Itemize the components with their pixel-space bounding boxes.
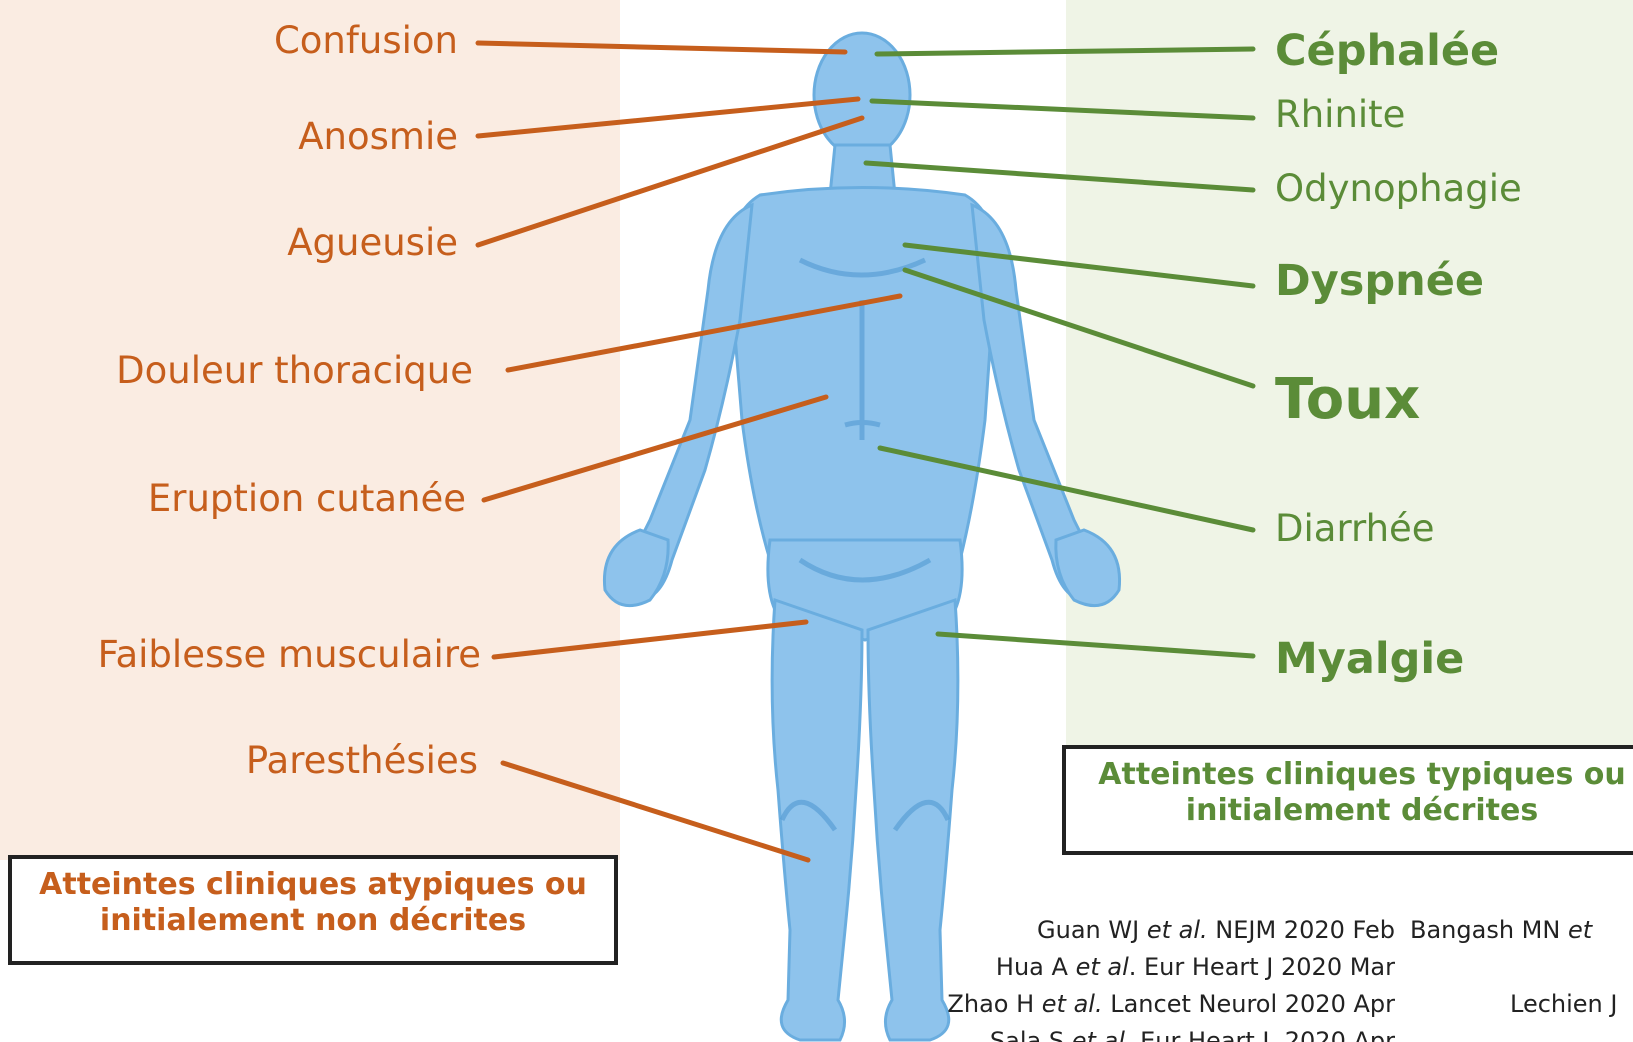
symptom-label-myalgie: Myalgie [1275,638,1464,681]
symptom-label-diarrhee: Diarrhée [1275,510,1435,547]
atypical-caption-box: Atteintes cliniques atypiques ou initial… [8,855,618,965]
symptom-label-agueusie: Agueusie [287,224,458,261]
reference-hua: Hua A et al. Eur Heart J 2020 Mar [996,955,1395,979]
symptom-label-odynophagie: Odynophagie [1275,170,1522,207]
symptom-label-cephalee: Céphalée [1275,30,1499,73]
symptom-label-dyspnee: Dyspnée [1275,260,1484,303]
reference-zhao: Zhao H et al. Lancet Neurol 2020 Apr [947,992,1395,1016]
symptom-label-rhinite: Rhinite [1275,96,1405,133]
symptom-label-anosmie: Anosmie [298,118,458,155]
symptom-label-confusion: Confusion [274,22,458,59]
reference-bangash: Bangash MN et [1410,918,1592,942]
typical-caption-line-1: Atteintes cliniques typiques ou [1066,757,1633,793]
atypical-caption-line-2: initialement non décrites [12,903,614,939]
reference-lechien: Lechien J [1510,992,1617,1016]
atypical-caption-line-1: Atteintes cliniques atypiques ou [12,867,614,903]
symptom-label-toux: Toux [1275,372,1420,428]
reference-sala: Sala S et al. Eur Heart J. 2020 Apr [990,1029,1395,1042]
symptom-label-faiblesse-musculaire: Faiblesse musculaire [98,636,481,673]
typical-caption-line-2: initialement décrites [1066,793,1633,829]
symptom-label-eruption-cutanee: Eruption cutanée [148,480,466,517]
symptom-label-douleur-thoracique: Douleur thoracique [116,352,473,389]
reference-guan: Guan WJ et al. NEJM 2020 Feb [1037,918,1395,942]
symptom-label-paresthesies: Paresthésies [246,742,478,779]
typical-caption-box: Atteintes cliniques typiques ou initiale… [1062,745,1633,855]
human-body-icon [590,15,1150,1042]
